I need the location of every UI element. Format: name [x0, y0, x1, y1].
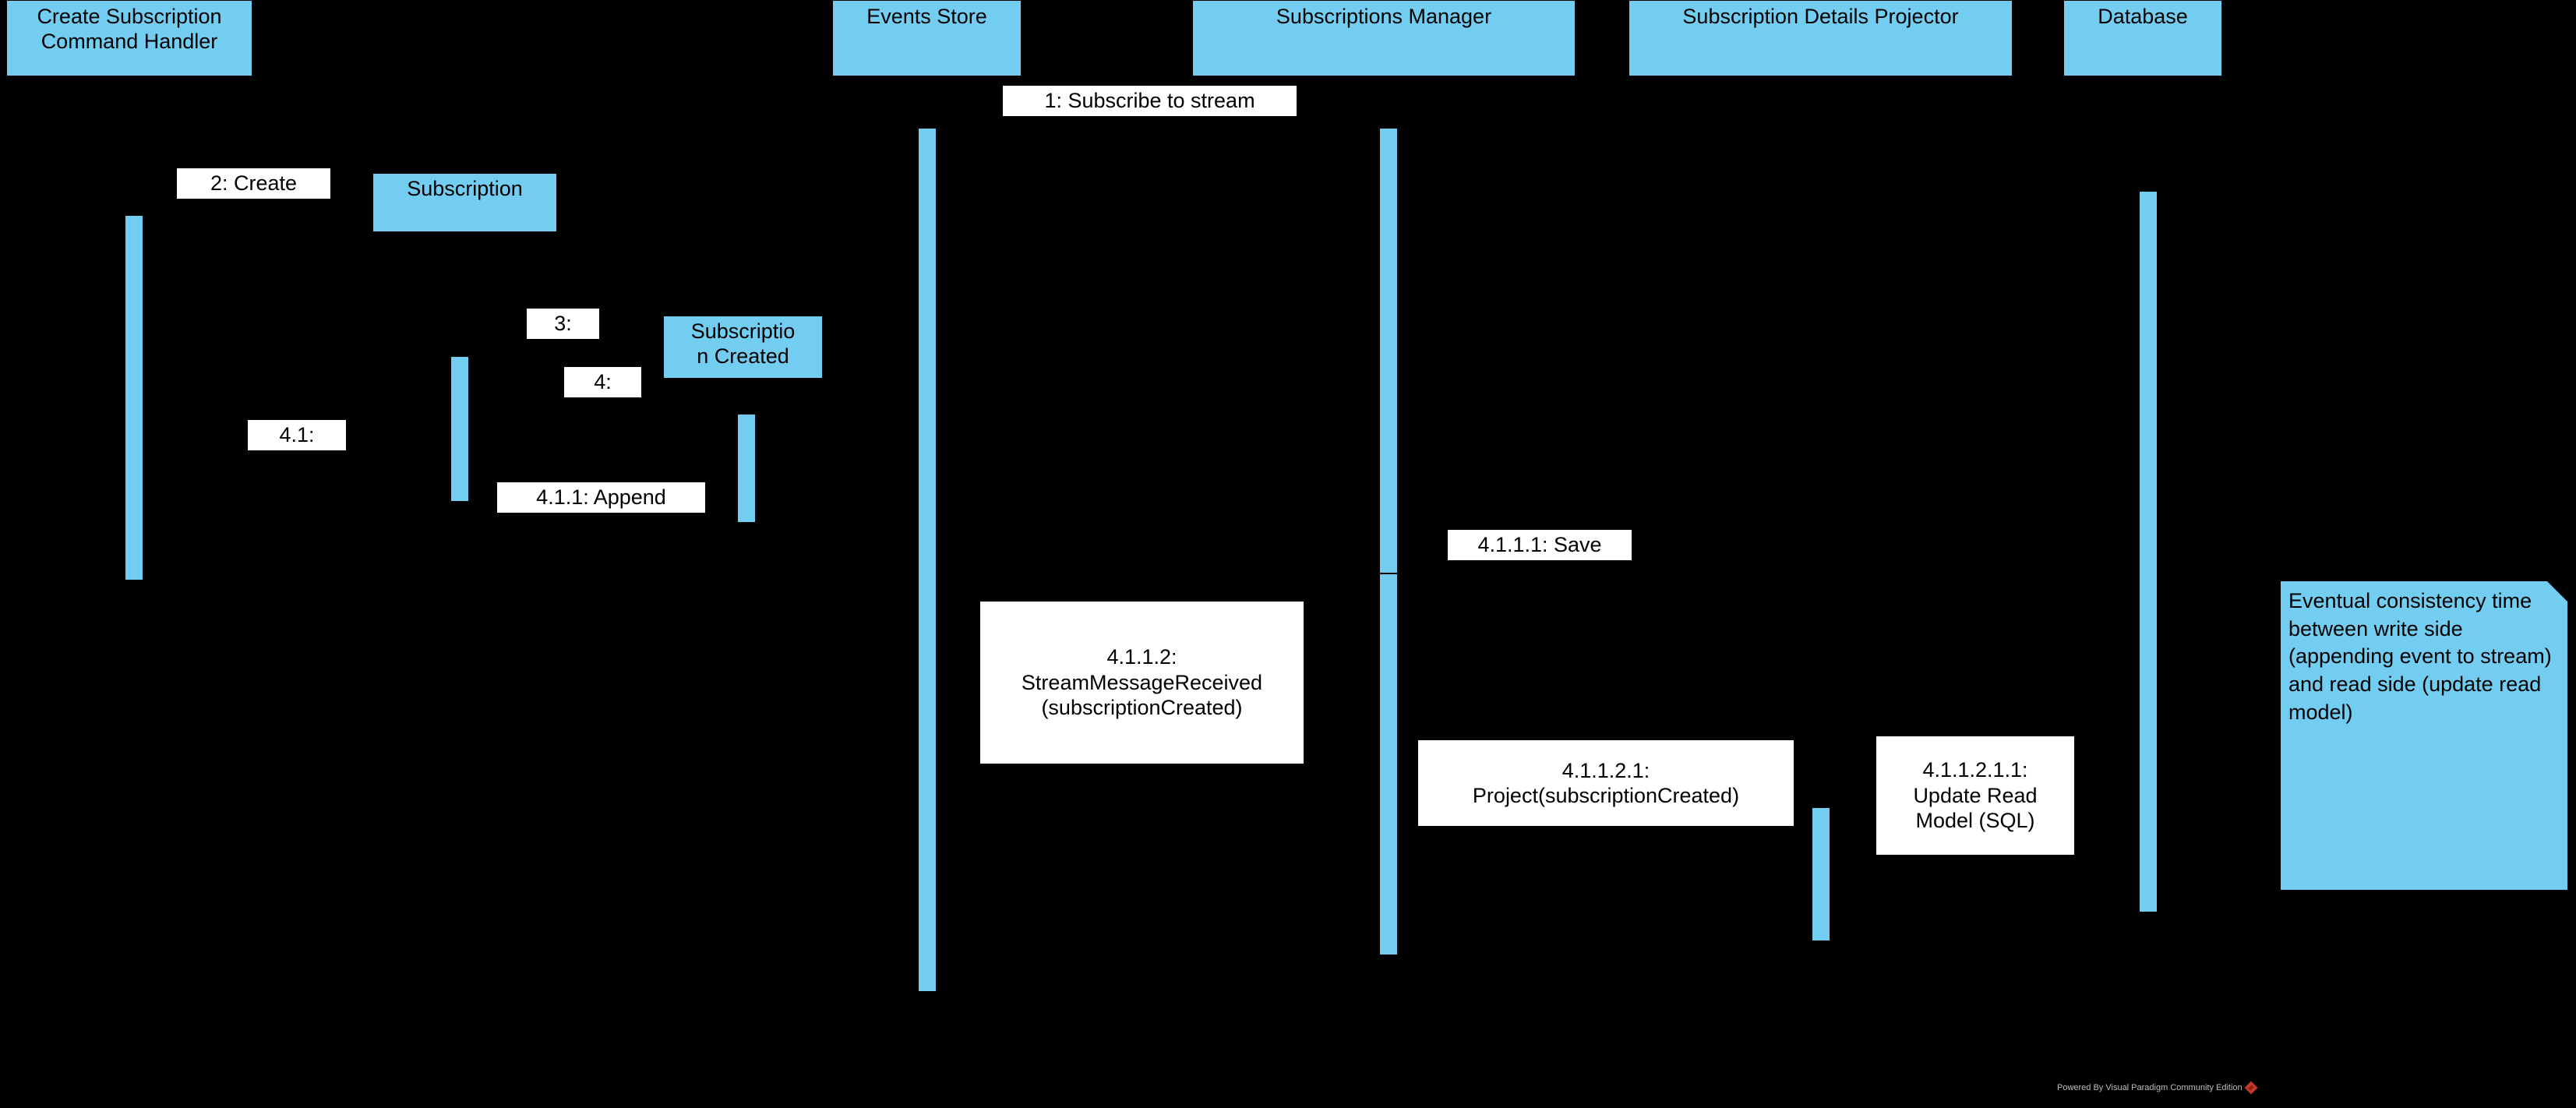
activation-bar-events-store [918, 128, 937, 992]
activation-bar-subscription-created [737, 414, 756, 523]
activation-bar-command-handler [125, 215, 143, 580]
message-label-1-subscribe-to-stream[interactable]: 1: Subscribe to stream [1003, 86, 1297, 116]
object-box-subscription-created[interactable]: Subscriptio n Created [663, 316, 823, 379]
message-label-4-1[interactable]: 4.1: [248, 420, 346, 450]
eventual-consistency-note[interactable]: Eventual consistency time between write … [2281, 581, 2567, 890]
watermark-text: Powered By Visual Paradigm Community Edi… [2057, 1083, 2243, 1092]
lifeline-head-subscriptions-manager[interactable]: Subscriptions Manager [1192, 0, 1576, 76]
message-label-4-1-1-append[interactable]: 4.1.1: Append [497, 482, 705, 513]
activation-bar-database [2139, 191, 2158, 912]
activation-bar-subscriptions-manager-upper [1379, 128, 1398, 573]
activation-bar-subscriptions-manager-lower [1379, 573, 1398, 955]
message-label-4-1-1-2-stream-message-received[interactable]: 4.1.1.2: StreamMessageReceived (subscrip… [980, 602, 1304, 764]
lifeline-head-database[interactable]: Database [2063, 0, 2222, 76]
message-label-2-create[interactable]: 2: Create [177, 168, 330, 199]
lifeline-head-create-subscription-command-handler[interactable]: Create Subscription Command Handler [6, 0, 252, 76]
message-label-3[interactable]: 3: [527, 309, 599, 339]
activation-bar-subscription [450, 356, 469, 502]
lifeline-head-events-store[interactable]: Events Store [832, 0, 1022, 76]
message-label-4-1-1-2-1-project[interactable]: 4.1.1.2.1: Project(subscriptionCreated) [1418, 740, 1794, 826]
activation-bar-subscription-details-projector [1812, 807, 1830, 941]
lifeline-head-subscription-details-projector[interactable]: Subscription Details Projector [1629, 0, 2013, 76]
powered-by-watermark: Powered By Visual Paradigm Community Edi… [2057, 1081, 2258, 1095]
message-label-4[interactable]: 4: [564, 367, 641, 397]
visual-paradigm-logo-icon [2244, 1081, 2258, 1095]
object-box-subscription[interactable]: Subscription [372, 173, 557, 232]
message-label-4-1-1-2-1-1-update-read-model[interactable]: 4.1.1.2.1.1: Update Read Model (SQL) [1876, 736, 2074, 855]
message-label-4-1-1-1-save[interactable]: 4.1.1.1: Save [1448, 530, 1632, 560]
note-text: Eventual consistency time between write … [2288, 589, 2552, 724]
